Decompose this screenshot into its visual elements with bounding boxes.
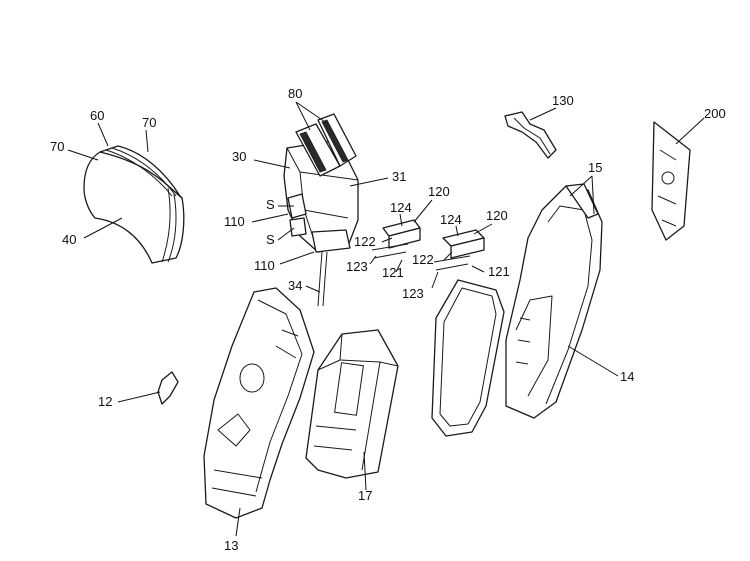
label-110-lower: 110 xyxy=(254,258,275,273)
label-120-left: 120 xyxy=(428,184,450,199)
label-124-right: 124 xyxy=(440,212,462,227)
label-31: 31 xyxy=(392,169,406,184)
label-15: 15 xyxy=(588,160,602,175)
label-34: 34 xyxy=(288,278,302,293)
part-13-front-housing xyxy=(203,287,315,519)
label-110-upper: 110 xyxy=(224,214,245,229)
label-200: 200 xyxy=(704,106,726,121)
part-120-carrier-left xyxy=(371,219,421,259)
gasket-ring xyxy=(431,279,505,437)
label-121-right: 121 xyxy=(488,264,510,279)
label-121-left: 121 xyxy=(382,265,404,280)
label-123-left: 123 xyxy=(346,259,368,274)
part-40-cover xyxy=(83,145,185,264)
reference-labels: 80 60 70 70 30 31 130 200 15 S S 110 110… xyxy=(50,86,726,553)
label-130: 130 xyxy=(552,93,574,108)
part-30-head-unit xyxy=(283,113,359,307)
label-70-top: 70 xyxy=(142,115,156,130)
label-17: 17 xyxy=(358,488,372,503)
label-122-left: 122 xyxy=(354,234,376,249)
label-122-right: 122 xyxy=(412,252,434,267)
label-70-left: 70 xyxy=(50,139,64,154)
label-30: 30 xyxy=(232,149,246,164)
label-80: 80 xyxy=(288,86,302,101)
part-200-plate xyxy=(651,121,691,241)
label-120-right: 120 xyxy=(486,208,508,223)
part-130-clip xyxy=(504,111,557,159)
label-124-left: 124 xyxy=(390,200,412,215)
label-S-upper: S xyxy=(266,197,275,212)
part-12-switch xyxy=(157,371,179,405)
label-14: 14 xyxy=(620,369,634,384)
label-13: 13 xyxy=(224,538,238,553)
leader-lines xyxy=(67,101,705,537)
part-120-carrier-right xyxy=(433,229,485,271)
label-123-right: 123 xyxy=(402,286,424,301)
label-S-lower: S xyxy=(266,232,275,247)
part-14-rear-housing xyxy=(505,183,603,419)
part-17-battery xyxy=(305,329,399,479)
label-12: 12 xyxy=(98,394,112,409)
label-40: 40 xyxy=(62,232,76,247)
label-60: 60 xyxy=(90,108,104,123)
